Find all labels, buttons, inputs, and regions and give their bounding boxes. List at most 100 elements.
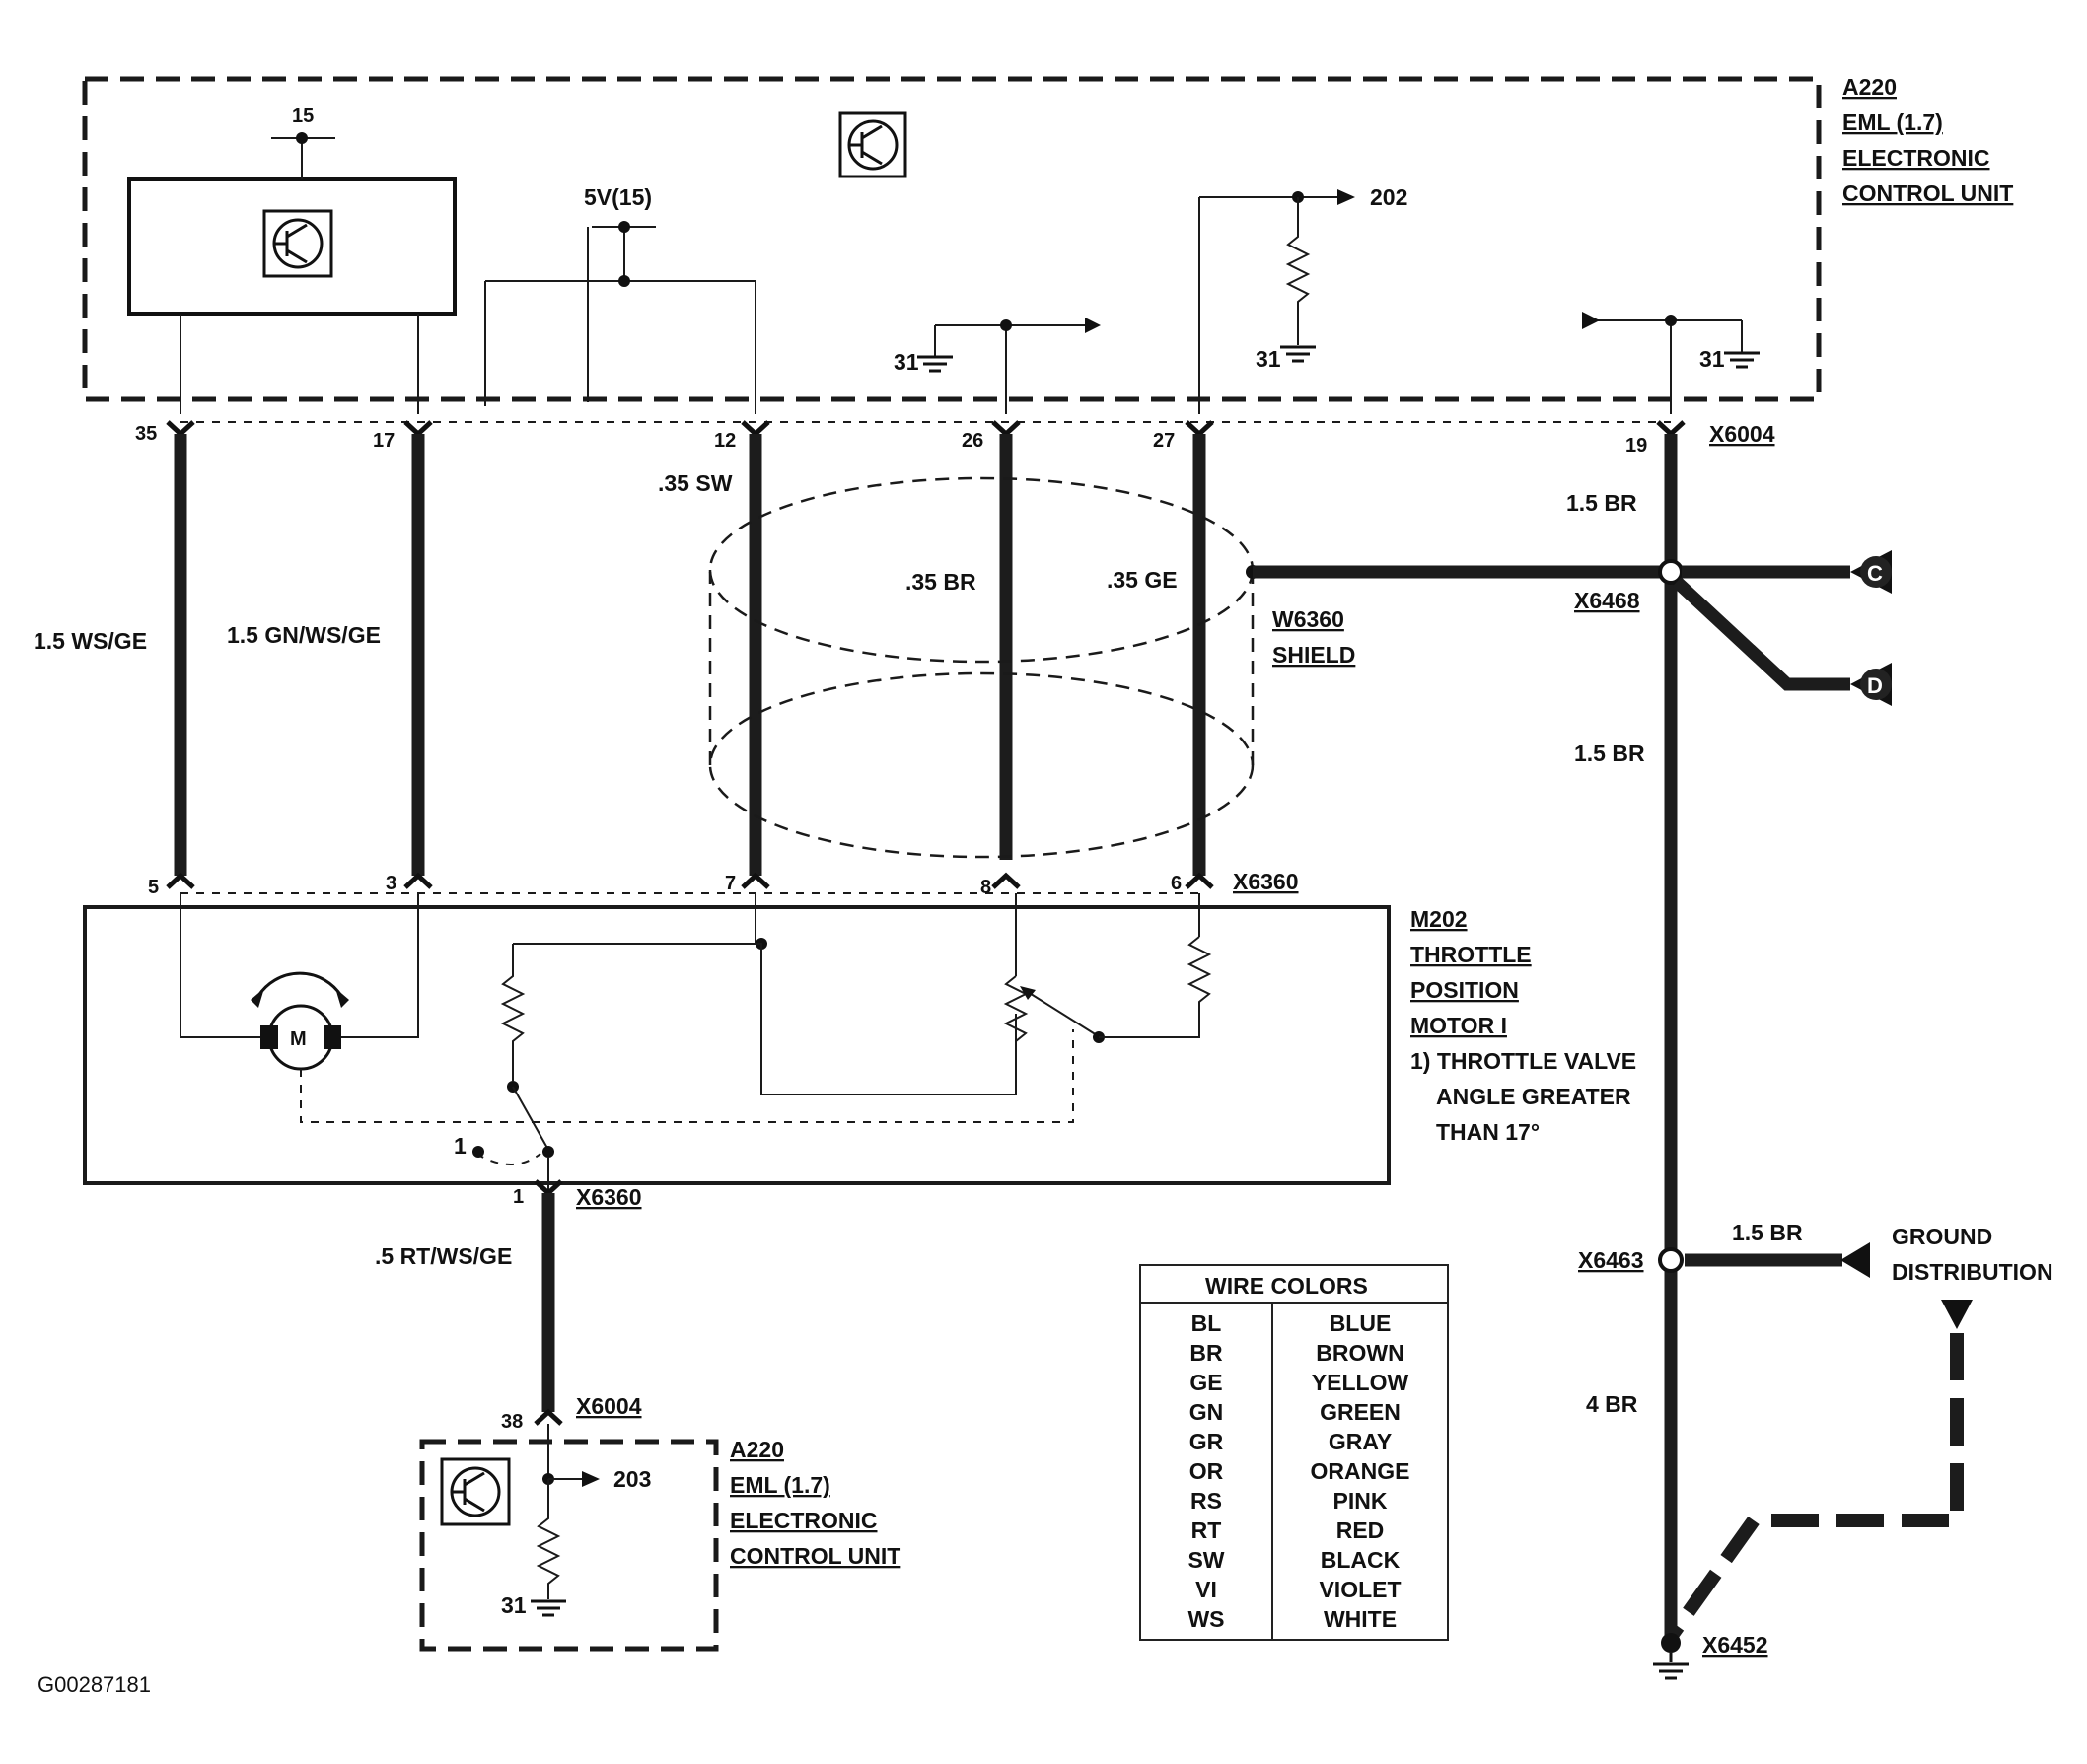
pin-19: 19 [1625, 435, 1647, 457]
motor-pin-6: 6 [1171, 873, 1182, 894]
motor-note-2: ANGLE GREATER [1436, 1084, 1631, 1109]
shield-label-2: SHIELD [1272, 642, 1355, 668]
x6468-label: X6468 [1574, 588, 1640, 613]
svg-text:M: M [290, 1028, 307, 1050]
supply-5v-label: 5V(15) [584, 184, 652, 210]
pin-26: 26 [962, 430, 983, 452]
wire-color-name: PINK [1333, 1488, 1388, 1514]
motor-pin-8: 8 [980, 877, 991, 898]
ground-31-lower-label: 31 [501, 1592, 527, 1618]
wire-label-bottom: 4 BR [1586, 1391, 1638, 1417]
wire-color-name: GRAY [1329, 1429, 1392, 1454]
wire-label-19-top: 1.5 BR [1566, 490, 1637, 516]
wire-color-name: BROWN [1316, 1340, 1403, 1366]
pin-12: 12 [714, 430, 736, 452]
ground-31-label: 31 [1256, 346, 1281, 372]
wire-label-12: .35 SW [658, 470, 733, 496]
splice-x6463 [1658, 1247, 1684, 1273]
wire-color-name: BLACK [1321, 1547, 1401, 1573]
ground-31-label: 31 [1699, 346, 1725, 372]
motor-pin-3: 3 [386, 873, 396, 894]
motor-note-1: 1) THROTTLE VALVE [1410, 1048, 1636, 1074]
shield-label-1: W6360 [1272, 606, 1344, 632]
ecu-bottom-label-4: CONTROL UNIT [730, 1543, 900, 1569]
wire-harness [166, 420, 1686, 889]
wire-color-name: VIOLET [1319, 1577, 1401, 1602]
motor-icon: M [251, 971, 349, 1071]
splice-x6468 [1658, 559, 1684, 585]
wire-color-name: RED [1336, 1517, 1385, 1543]
ecu-bottom-label-3: ELECTRONIC [730, 1508, 878, 1533]
ecu-top-label-2: EML (1.7) [1842, 109, 1943, 135]
wire-color-code: RT [1191, 1517, 1222, 1543]
x6452-label: X6452 [1702, 1632, 1768, 1658]
figure-id: G00287181 [37, 1672, 151, 1697]
x6360-lower-label: X6360 [576, 1184, 642, 1210]
wire-colors-title: WIRE COLORS [1205, 1273, 1368, 1299]
wire-color-code: GE [1189, 1370, 1222, 1395]
input-arrow-icon [1085, 318, 1101, 333]
wire-label-lower: .5 RT/WS/GE [375, 1243, 512, 1269]
motor-pin-7: 7 [725, 873, 736, 894]
wire-color-name: GREEN [1320, 1399, 1401, 1425]
wire-label-ground: 1.5 BR [1732, 1220, 1803, 1245]
ground-icon [1280, 345, 1316, 363]
ground-icon [531, 1599, 566, 1617]
motor-note-3: THAN 17° [1436, 1119, 1540, 1145]
transistor-icon [838, 111, 907, 178]
ref-202-label: 202 [1370, 184, 1407, 210]
wire-color-code: BR [1189, 1340, 1223, 1366]
svg-text:D: D [1867, 673, 1883, 698]
ecu-bottom: 203 31 A220 EML (1.7) ELECTRONIC CONTROL… [419, 1424, 900, 1652]
wire-color-code: VI [1195, 1577, 1217, 1602]
transistor-icon [440, 1457, 511, 1526]
wire-color-code: RS [1190, 1488, 1222, 1514]
ecu-top-label-4: CONTROL UNIT [1842, 180, 2013, 206]
motor-pin-5: 5 [148, 877, 159, 898]
shield-w6360: W6360 SHIELD [708, 476, 1671, 859]
wire-label-17: 1.5 GN/WS/GE [227, 622, 381, 648]
wire-color-name: ORANGE [1311, 1458, 1410, 1484]
ecu2-pin-38: 38 [501, 1411, 523, 1433]
motor-label-1: M202 [1410, 906, 1468, 932]
output-stage-block [127, 177, 457, 316]
ecu-top: 15 5V(15) 31 [82, 74, 2013, 414]
ecu-bottom-label-2: EML (1.7) [730, 1472, 830, 1498]
motor-m202: M 1 M202 THROTTLE POSITION MOTOR I [83, 893, 1636, 1199]
ecu-bottom-label-1: A220 [730, 1437, 784, 1462]
svg-text:C: C [1867, 561, 1883, 586]
ecu-bottom-boundary [419, 1439, 719, 1652]
motor-label-2: THROTTLE [1410, 942, 1532, 967]
wire-color-code: WS [1187, 1606, 1224, 1632]
motor-boundary [83, 905, 1391, 1185]
x6360-label: X6360 [1233, 869, 1299, 894]
wire-label-26: .35 BR [905, 569, 976, 595]
wire-color-code: GR [1189, 1429, 1224, 1454]
pin-35: 35 [135, 423, 157, 445]
ref-arrow-icon [1337, 189, 1355, 205]
ecu-top-label-1: A220 [1842, 74, 1897, 100]
motor-label-3: POSITION [1410, 977, 1519, 1003]
x6004-label: X6004 [1709, 421, 1775, 447]
ground-icon [1724, 351, 1760, 369]
ref-203-label: 203 [613, 1466, 651, 1492]
connector-c-icon: C [1850, 550, 1892, 594]
lower-wire: 1 X6360 .5 RT/WS/GE 38 X6004 [375, 1179, 642, 1433]
wire-color-code: OR [1189, 1458, 1224, 1484]
ground-icon [917, 355, 953, 373]
ref-arrow-icon [582, 1471, 600, 1487]
wire-label-19-mid: 1.5 BR [1574, 741, 1645, 766]
input-arrow-icon [1582, 312, 1600, 329]
wire-color-name: BLUE [1330, 1310, 1392, 1336]
switch-note-1: 1 [454, 1133, 467, 1159]
wire-label-27: .35 GE [1107, 567, 1178, 593]
ground-icon [1653, 1653, 1689, 1680]
lower-pin-1: 1 [513, 1186, 524, 1208]
wire-color-name: WHITE [1324, 1606, 1397, 1632]
ground-dist-label-2: DISTRIBUTION [1892, 1259, 2053, 1285]
ground-dist-arrow-icon [1941, 1300, 1973, 1329]
connector-d-icon: D [1850, 663, 1892, 706]
